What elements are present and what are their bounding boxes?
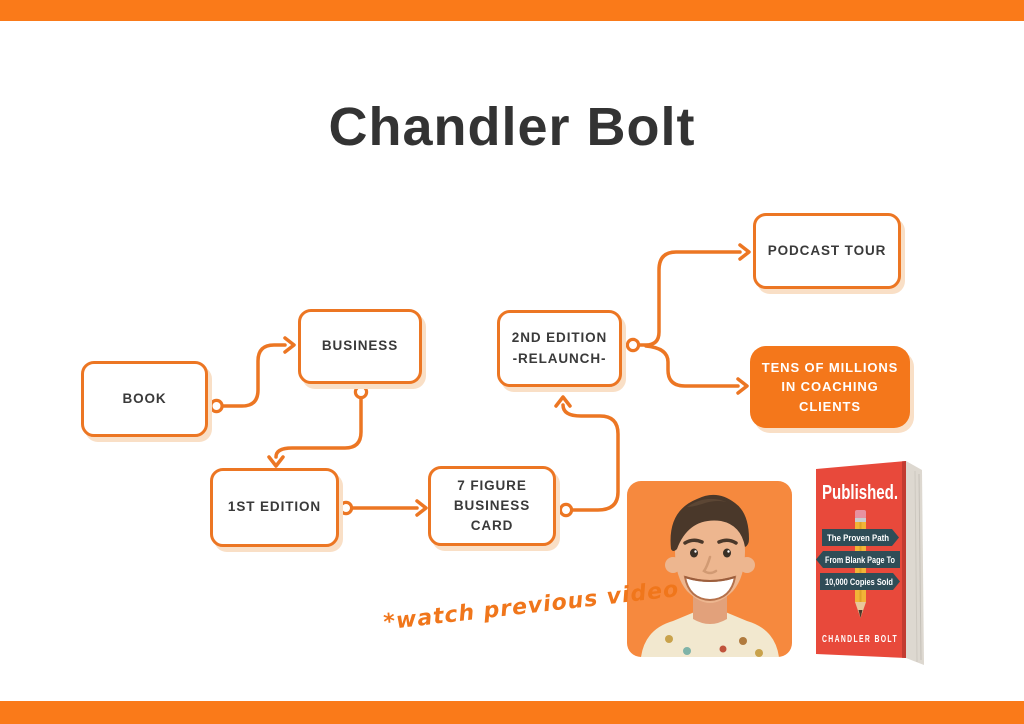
node-label-line: -RELAUNCH-: [512, 350, 607, 366]
node-label-line: 7 FIGURE: [457, 477, 527, 493]
man-smiling-portrait-image: [627, 481, 792, 657]
node-label-line: BUSINESS: [453, 497, 531, 513]
node-business: BUSINESS: [298, 309, 422, 384]
node-label-line: IN COACHING: [781, 379, 879, 395]
connector-business-first: [274, 396, 363, 459]
bottom-orange-bar: [0, 701, 1024, 724]
arrow-down-icon: [267, 455, 285, 468]
arrow-up-icon: [554, 395, 572, 408]
node-first-edition: 1ST EDITION: [210, 468, 339, 547]
node-label-line: TENS OF MILLIONS: [761, 359, 899, 375]
node-second-edition-relaunch: 2ND EDITION -RELAUNCH-: [497, 310, 622, 387]
connector-dot: [338, 500, 354, 516]
node-label-line: 2ND EDITION: [511, 330, 608, 346]
connector-seven-second: [561, 403, 620, 512]
connector-dot: [558, 502, 574, 518]
connector-dot: [625, 337, 641, 353]
node-label: PODCAST TOUR: [767, 242, 887, 258]
arrow-right-icon: [283, 336, 296, 354]
page-title: Chandler Bolt: [328, 97, 696, 157]
node-seven-figure-business-card: 7 FIGURE BUSINESS CARD: [428, 466, 556, 546]
node-tens-of-millions-coaching: TENS OF MILLIONS IN COACHING CLIENTS: [750, 346, 910, 428]
connector-second-podcast: [637, 250, 742, 347]
published-book-cover-image: Published. The Proven Path From Blank Pa…: [816, 461, 924, 665]
book-author: CHANDLER BOLT: [822, 634, 898, 645]
node-label: BOOK: [122, 390, 167, 406]
node-label: BUSINESS: [321, 338, 399, 354]
top-orange-bar: [0, 0, 1024, 21]
node-label: 1ST EDITION: [227, 499, 322, 515]
arrow-right-icon: [415, 499, 428, 517]
arrow-right-icon: [736, 377, 749, 395]
connector-dot: [353, 384, 369, 400]
book-banner-3: 10,000 Copies Sold: [825, 577, 893, 587]
portrait-photo: [627, 481, 792, 662]
node-book: BOOK: [81, 361, 208, 437]
connector-book-business: [221, 343, 287, 408]
node-podcast-tour: PODCAST TOUR: [753, 213, 901, 289]
book-title: Published.: [822, 482, 898, 504]
connector-dot: [209, 398, 224, 414]
book-banner-2: From Blank Page To: [825, 555, 895, 565]
book-banner-1: The Proven Path: [827, 533, 889, 543]
arrow-right-icon: [738, 243, 751, 261]
connector-second-coaching: [644, 344, 740, 388]
node-label-line: CARD: [470, 518, 514, 534]
book-cover: Published. The Proven Path From Blank Pa…: [810, 452, 930, 677]
node-label-line: CLIENTS: [799, 398, 861, 414]
